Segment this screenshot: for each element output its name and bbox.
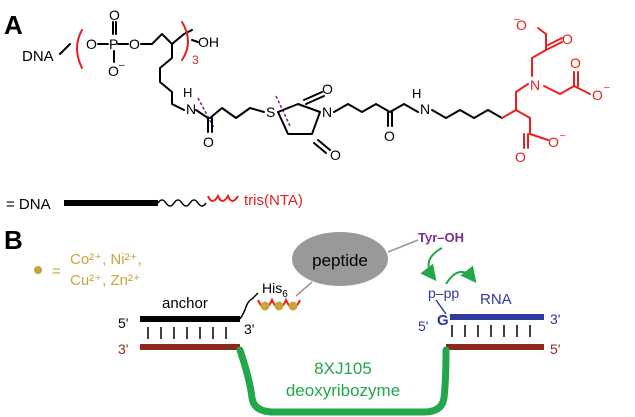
base-pairs-left bbox=[147, 327, 227, 339]
enzyme-name: 8XJ105 bbox=[314, 359, 372, 378]
panel-a: A DNA O P O O O – 3 OH H N O S bbox=[4, 7, 610, 213]
panel-b-label: B bbox=[4, 225, 23, 255]
svg-text:–: – bbox=[560, 130, 566, 141]
g-base: G bbox=[437, 312, 449, 329]
svg-text:O: O bbox=[203, 134, 214, 150]
anchor-five-prime: 5' bbox=[118, 315, 128, 331]
his-label: His6 bbox=[262, 280, 288, 300]
right-binding-arm bbox=[446, 344, 544, 350]
svg-text:O: O bbox=[109, 7, 120, 23]
anchor-strand bbox=[140, 316, 240, 322]
svg-text:O: O bbox=[129, 36, 140, 52]
tris-nta-loops bbox=[207, 193, 239, 202]
svg-text:O: O bbox=[570, 55, 581, 71]
tyr-arrow bbox=[420, 247, 443, 282]
svg-text:O: O bbox=[548, 134, 559, 150]
svg-text:O: O bbox=[384, 128, 395, 144]
legend-dna: = DNA bbox=[6, 196, 51, 213]
pp-arrow bbox=[445, 265, 477, 285]
enzyme-type: deoxyribozyme bbox=[286, 381, 400, 400]
bottom-five-prime: 5' bbox=[550, 341, 560, 357]
svg-text:O: O bbox=[108, 63, 119, 79]
peptide-ellipse bbox=[292, 232, 388, 286]
deoxyribozyme-loop bbox=[236, 346, 450, 416]
rna-strand bbox=[450, 314, 544, 320]
svg-text:H: H bbox=[183, 85, 192, 100]
svg-text:OH: OH bbox=[198, 34, 219, 50]
metal-dot-3 bbox=[288, 301, 298, 311]
base-pairs-right bbox=[451, 325, 531, 337]
svg-text:P: P bbox=[109, 36, 118, 52]
dna-label: DNA bbox=[22, 48, 54, 65]
svg-text:N: N bbox=[530, 77, 540, 93]
peptide-label: peptide bbox=[312, 251, 368, 270]
tyr-oh-label: Tyr–OH bbox=[418, 230, 464, 245]
svg-text:N: N bbox=[186, 101, 196, 117]
p-pp-label: p–pp bbox=[428, 285, 459, 301]
svg-text:H: H bbox=[412, 86, 421, 101]
tris-nta-label: tris(NTA) bbox=[244, 192, 303, 209]
bottom-three-prime: 3' bbox=[118, 341, 128, 357]
metal-dot-2 bbox=[274, 301, 284, 311]
anchor-linker bbox=[239, 292, 259, 320]
svg-text:O: O bbox=[516, 17, 527, 33]
metal-dot-1 bbox=[260, 301, 270, 311]
metal-list-line2: Cu²⁺, Zn²⁺ bbox=[70, 272, 141, 289]
svg-text:–: – bbox=[604, 82, 610, 93]
svg-text:–: – bbox=[119, 60, 125, 71]
panel-a-label: A bbox=[4, 10, 23, 40]
svg-text:O: O bbox=[330, 147, 341, 163]
metal-dot-legend bbox=[34, 266, 42, 274]
svg-text:O: O bbox=[515, 149, 526, 165]
metal-list-line1: Co²⁺, Ni²⁺, bbox=[70, 251, 142, 268]
rna-label: RNA bbox=[480, 291, 512, 308]
anchor-three-prime: 3' bbox=[244, 321, 254, 337]
dna-bar bbox=[64, 200, 158, 206]
svg-text:O: O bbox=[562, 31, 573, 47]
svg-text:N: N bbox=[420, 101, 430, 117]
svg-text:=: = bbox=[52, 263, 61, 280]
panel-b: B = Co²⁺, Ni²⁺, Cu²⁺, Zn²⁺ peptide Tyr–O… bbox=[4, 225, 560, 416]
anchor-label: anchor bbox=[162, 295, 208, 312]
svg-text:O: O bbox=[592, 87, 603, 103]
svg-text:–: – bbox=[514, 14, 520, 25]
rna-three-prime: 3' bbox=[550, 311, 560, 327]
svg-text:N: N bbox=[322, 104, 332, 120]
rna-five-prime: 5' bbox=[418, 318, 428, 334]
svg-text:O: O bbox=[86, 36, 97, 52]
left-binding-arm bbox=[140, 344, 240, 350]
svg-text:S: S bbox=[266, 104, 275, 120]
svg-text:O: O bbox=[322, 81, 333, 97]
linker-squiggle bbox=[157, 199, 207, 207]
subscript-3: 3 bbox=[192, 53, 199, 67]
